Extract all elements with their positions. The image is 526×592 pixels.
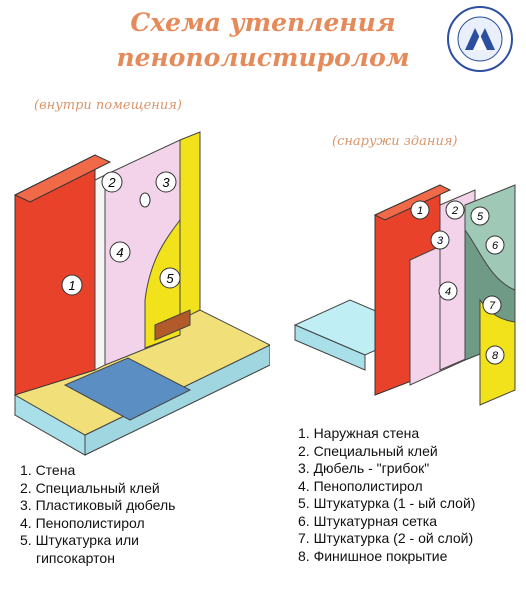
legend-item: 3. Дюбель - "грибок" [298,460,430,476]
wall-top [13,154,112,203]
marker-8: 8 [485,345,505,365]
svg-text:3: 3 [437,235,444,247]
marker-4: 4 [109,241,131,263]
svg-text:5: 5 [477,211,484,223]
legend-item: 1. Наружная стена [298,425,420,441]
base-slab-side [294,324,366,371]
marker-7: 7 [482,295,502,315]
marker-5: 5 [159,267,181,289]
glue-layer [94,174,106,371]
marker-3: 3 [155,171,177,193]
marker-4: 4 [438,281,458,301]
marker-2: 2 [101,171,123,193]
legend-item: 2. Специальный клей [20,479,160,496]
dowel-icon [139,192,151,208]
title-line-2: пенополистиролом [116,43,410,72]
svg-text:3: 3 [162,175,170,190]
svg-text:5: 5 [166,271,174,286]
marker-3: 3 [430,230,450,250]
right-caption: (снаружи здания) [332,134,458,149]
floor-tile [63,357,192,421]
legend-item: 4. Пенополистирол [298,477,423,494]
skirting-board [154,309,191,341]
wall-top [373,184,452,221]
company-logo [447,6,513,72]
plaster-edge [179,131,201,321]
legend-item: гипсокартон [36,549,115,566]
legend-item: 4. Пенополистирол [20,514,145,531]
left-caption: (внутри помещения) [34,98,182,113]
title-line-1: Схема утепления [130,8,396,37]
svg-text:1: 1 [417,205,423,217]
legend-item: 3. Пластиковый дюбель [20,497,176,513]
svg-text:2: 2 [451,205,458,217]
svg-text:2: 2 [107,175,116,190]
svg-text:1: 1 [68,278,75,293]
svg-text:4: 4 [445,286,451,298]
svg-text:6: 6 [492,240,499,252]
marker-2: 2 [445,200,465,220]
legend-item: 5. Штукатурка или [20,532,139,548]
marker-1: 1 [61,274,83,296]
marker-5: 5 [470,206,490,226]
legend-item: 1. Стена [20,462,76,478]
right-legend: 1. Наружная стена 2. Специальный клей 3.… [298,425,475,565]
marker-6: 6 [485,235,505,255]
exterior-insulation-diagram: 1 2 3 4 5 6 7 8 [293,184,516,406]
legend-item: 6. Штукатурная сетка [298,512,438,529]
legend-item: 2. Специальный клей [298,442,438,459]
interior-insulation-diagram: 1 2 3 4 5 [13,131,270,456]
svg-text:8: 8 [492,350,499,362]
left-legend: 1. Стена 2. Специальный клей 3. Пластико… [20,462,175,567]
marker-1: 1 [410,200,430,220]
svg-text:4: 4 [116,245,123,260]
legend-item: 5. Штукатурка (1 - ый слой) [298,495,476,511]
svg-text:7: 7 [489,300,496,312]
legend-item: 7. Штукатурка (2 - ой слой) [298,530,474,546]
legend-item: 8. Финишное покрытие [298,547,448,564]
